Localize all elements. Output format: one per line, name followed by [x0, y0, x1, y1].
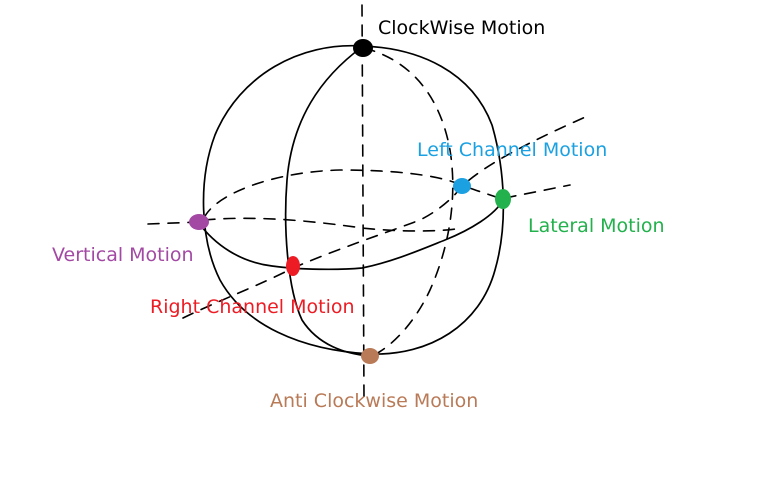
back-equator — [203, 169, 504, 219]
lateral-point — [495, 189, 511, 209]
vertical-label: Vertical Motion — [52, 244, 194, 266]
front-equator — [197, 199, 504, 271]
lateral-label: Lateral Motion — [528, 215, 665, 237]
left-channel-point — [453, 178, 471, 194]
vertical-axis — [361, 4, 365, 401]
anti-clockwise-point — [361, 348, 379, 364]
vertical-point — [189, 214, 209, 230]
clockwise-point — [353, 39, 373, 57]
right-channel-label: Right Channel Motion — [150, 296, 355, 318]
inner-chord — [203, 217, 463, 232]
anti-clockwise-label: Anti Clockwise Motion — [270, 390, 479, 412]
clockwise-label: ClockWise Motion — [378, 17, 546, 39]
right-channel-point — [286, 256, 300, 276]
horizontal-axis-right — [504, 184, 571, 199]
diagonal-axis — [182, 114, 591, 319]
front-meridian — [284, 46, 371, 357]
back-meridian — [363, 47, 454, 357]
left-channel-label: Left Channel Motion — [417, 139, 608, 161]
